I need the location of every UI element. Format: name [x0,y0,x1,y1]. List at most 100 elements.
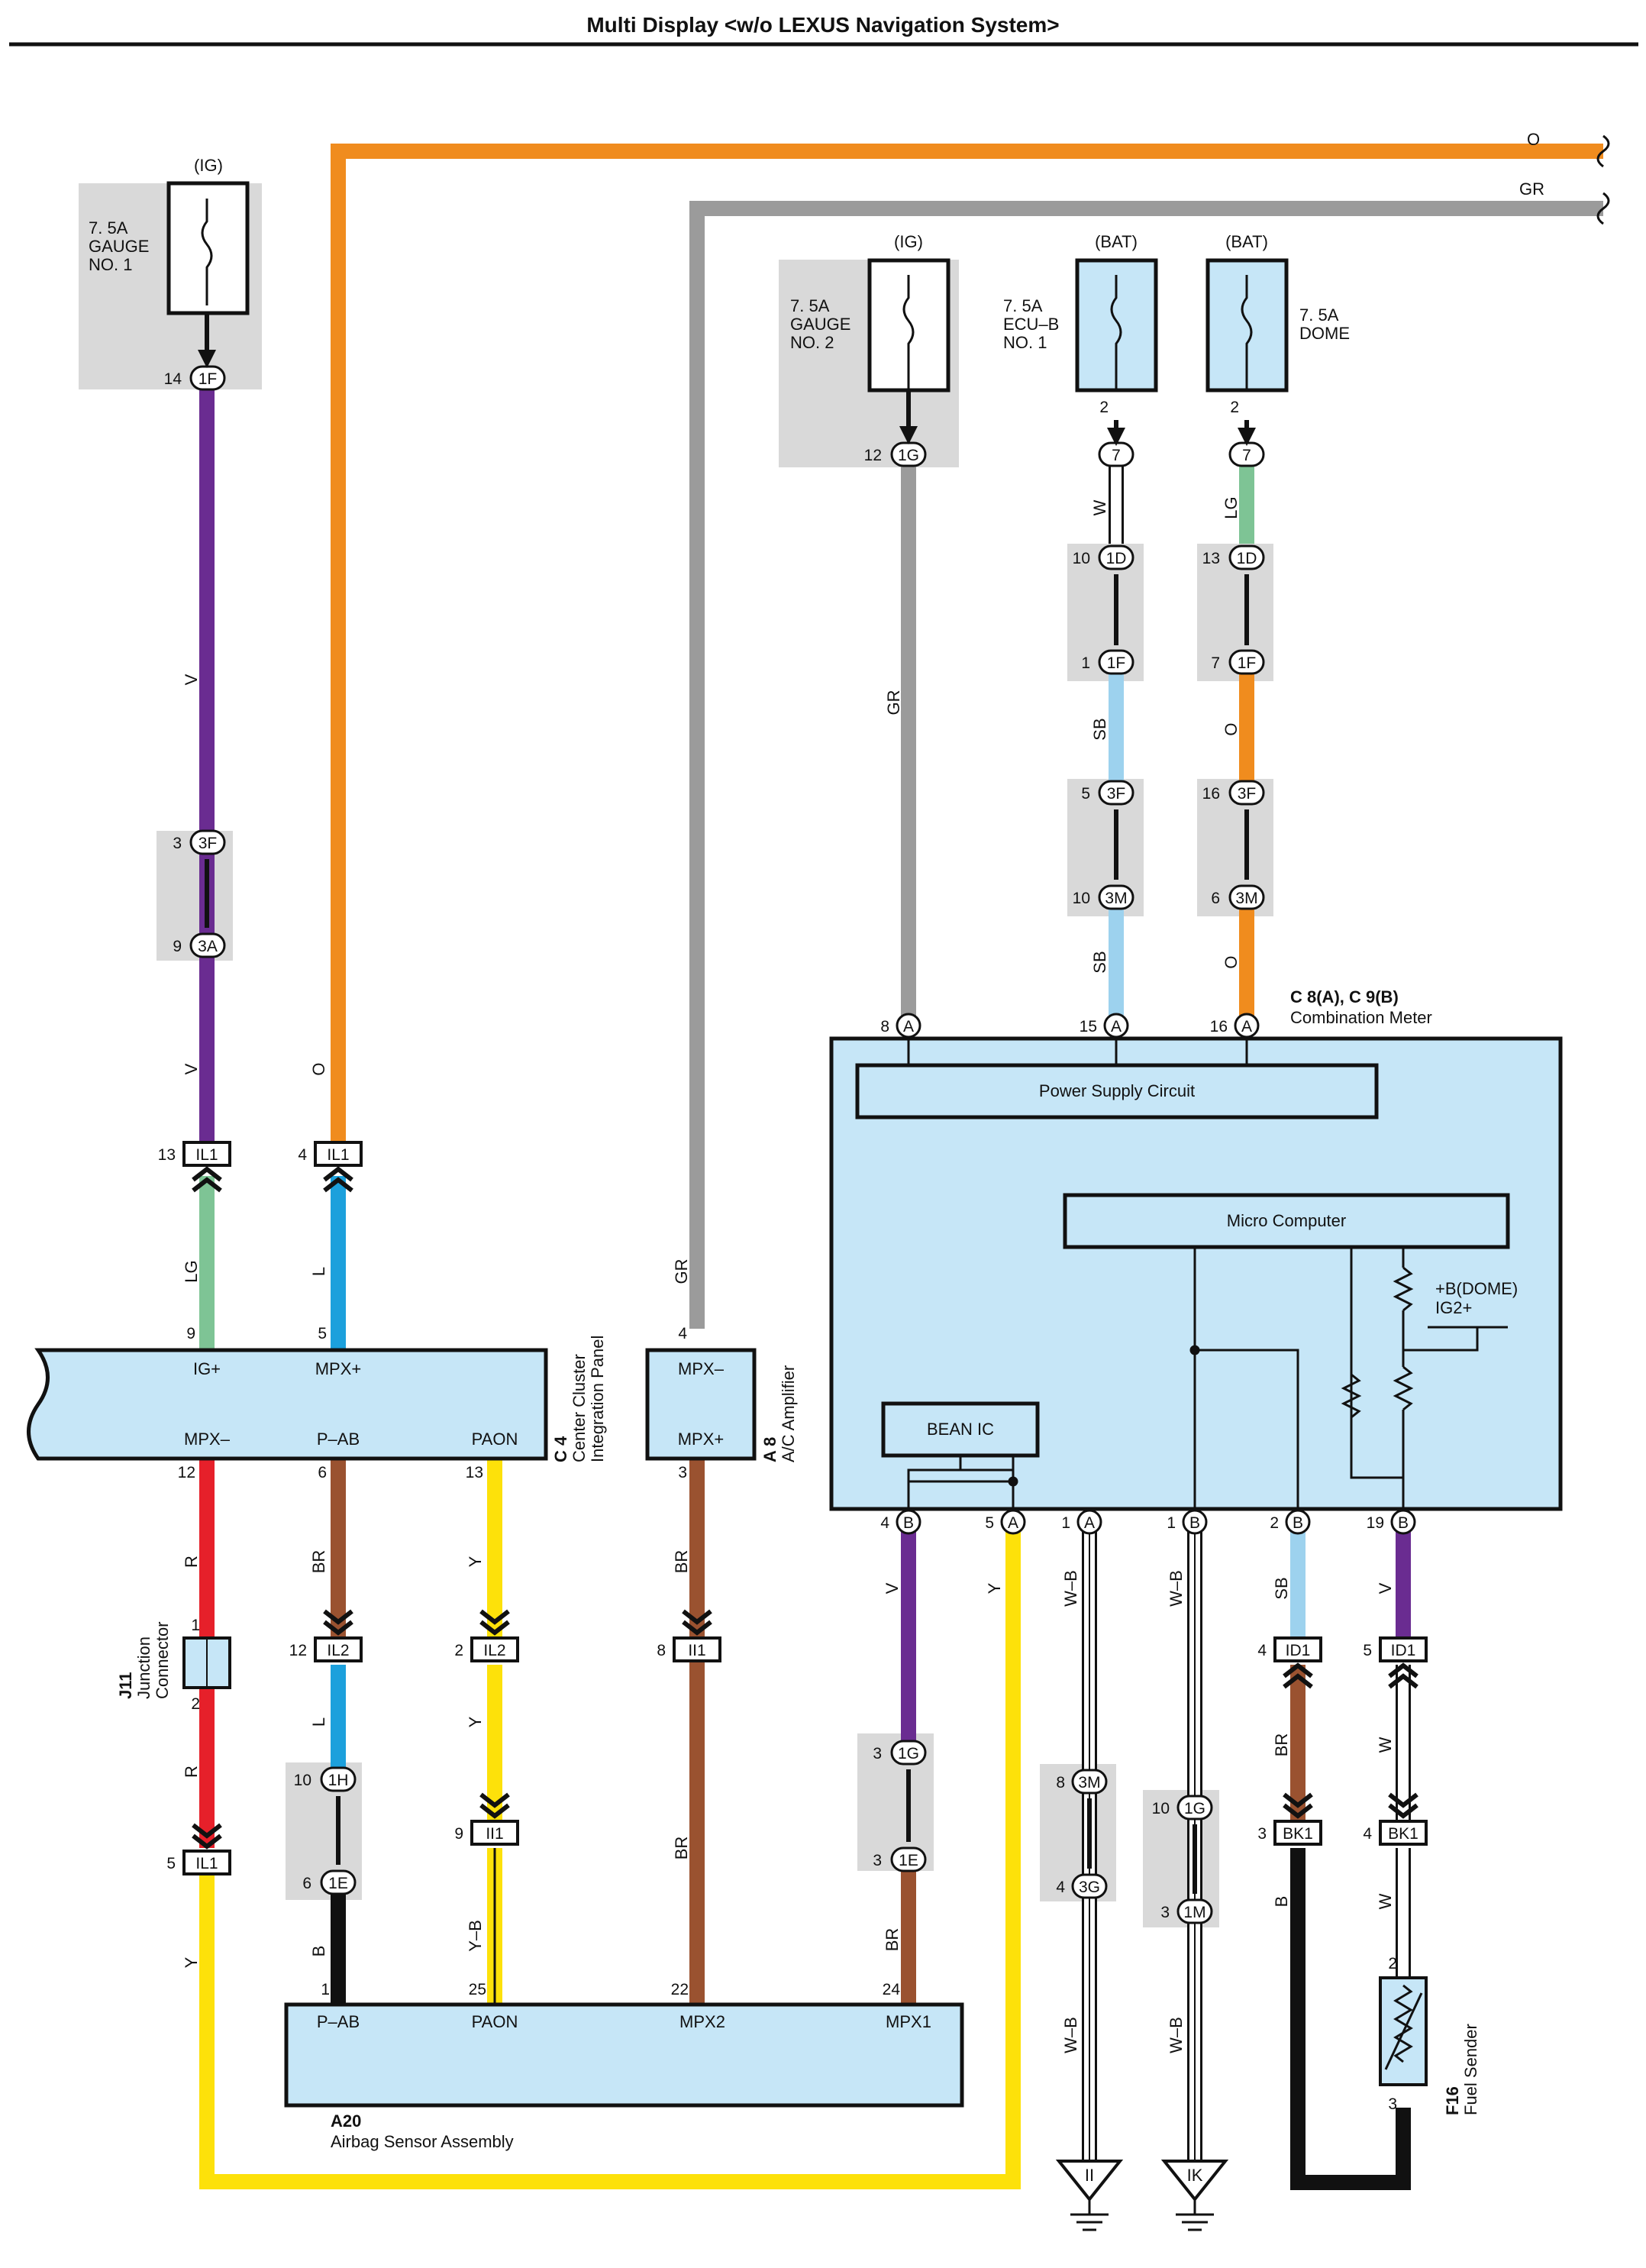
svg-text:B: B [903,1514,914,1532]
svg-text:1D: 1D [1106,550,1127,567]
svg-text:1E: 1E [328,1875,348,1892]
svg-text:15: 15 [1080,1018,1097,1035]
svg-text:Junction: Junction [134,1636,153,1699]
svg-text:II1: II1 [486,1825,503,1843]
svg-text:W: W [1376,1893,1395,1909]
svg-text:NO. 1: NO. 1 [1003,333,1047,352]
svg-text:1G: 1G [898,447,919,464]
svg-text:3: 3 [678,1464,687,1481]
svg-text:IL1: IL1 [195,1855,218,1872]
connector-ii1-9: II1 9 [454,1820,519,1846]
wires [199,144,1603,2190]
svg-text:BEAN IC: BEAN IC [927,1420,994,1439]
svg-text:A: A [1241,1018,1252,1035]
connector-id1-4: ID1 4 [1257,1636,1322,1662]
connector-il1-5: IL1 5 [166,1850,231,1875]
svg-text:5: 5 [1081,785,1090,803]
svg-text:Integration Panel: Integration Panel [588,1336,607,1462]
svg-text:C 8(A), C 9(B): C 8(A), C 9(B) [1290,987,1399,1006]
svg-text:3M: 3M [1078,1774,1100,1791]
svg-text:+B(DOME): +B(DOME) [1435,1279,1518,1298]
svg-text:O: O [1222,955,1241,968]
svg-text:3F: 3F [198,835,218,852]
connectors: 1F 14 3F 3 3A 9 1G 12 7 2 7 2 [164,365,1265,1924]
svg-text:Y: Y [985,1582,1004,1594]
svg-text:2: 2 [1230,399,1239,416]
svg-text:(IG): (IG) [194,156,223,175]
svg-text:W–B: W–B [1167,1570,1186,1607]
svg-text:ID1: ID1 [1391,1642,1416,1659]
svg-text:3: 3 [1388,2095,1397,2113]
connector-1d-13: 1D 13 [1202,544,1265,570]
svg-text:ID1: ID1 [1286,1642,1311,1659]
svg-text:4: 4 [678,1325,687,1342]
svg-text:GR: GR [1519,179,1544,199]
svg-text:4: 4 [1363,1825,1372,1843]
svg-text:IL2: IL2 [327,1642,349,1659]
svg-text:V: V [883,1582,902,1594]
svg-text:(BAT): (BAT) [1095,232,1138,251]
svg-text:2: 2 [191,1695,200,1713]
connector-id1-5: ID1 5 [1363,1636,1428,1662]
svg-text:3M: 3M [1105,890,1127,907]
svg-text:MPX1: MPX1 [886,2012,931,2031]
svg-text:C 4: C 4 [551,1436,570,1462]
svg-text:Power Supply Circuit: Power Supply Circuit [1039,1081,1195,1100]
svg-text:3: 3 [1160,1904,1170,1921]
svg-text:6: 6 [1211,890,1220,907]
svg-text:A 8: A 8 [760,1437,779,1462]
svg-text:Micro Computer: Micro Computer [1227,1211,1346,1230]
svg-text:ECU–B: ECU–B [1003,315,1059,334]
connector-1g-12: 1G 12 [864,441,927,467]
svg-text:BR: BR [1272,1733,1291,1757]
svg-text:BR: BR [309,1550,328,1574]
svg-text:3F: 3F [1238,785,1257,803]
svg-text:BK1: BK1 [1388,1825,1418,1843]
svg-text:Y: Y [466,1716,485,1727]
svg-text:5: 5 [166,1855,176,1872]
svg-text:Connector: Connector [153,1621,172,1699]
svg-text:B: B [1272,1896,1291,1908]
svg-text:BR: BR [883,1928,902,1952]
svg-text:A20: A20 [331,2111,361,2131]
meter-pins-top: A 8 A 15 A 16 [880,1013,1260,1039]
svg-text:7: 7 [1211,654,1220,672]
svg-text:13: 13 [1202,550,1220,567]
wire-b-b2 [1290,1848,1411,2190]
svg-text:3A: 3A [198,938,218,955]
svg-text:IG2+: IG2+ [1435,1298,1472,1317]
svg-text:24: 24 [883,1981,901,1998]
connector-il2-2: IL2 2 [454,1636,519,1662]
svg-text:7. 5A: 7. 5A [1299,305,1339,325]
svg-text:L: L [309,1267,328,1276]
svg-text:MPX–: MPX– [184,1430,231,1449]
svg-text:O: O [1222,722,1241,735]
svg-text:8: 8 [880,1018,889,1035]
svg-text:9: 9 [173,938,182,955]
svg-text:3M: 3M [1235,890,1257,907]
svg-text:IL1: IL1 [327,1146,349,1164]
svg-text:7. 5A: 7. 5A [790,296,830,315]
connector-il1-4: IL1 4 [298,1141,363,1167]
svg-text:12: 12 [289,1642,307,1659]
svg-text:Center Cluster: Center Cluster [570,1354,589,1462]
fuse-dome: (BAT) 7. 5A DOME [1205,232,1350,393]
svg-text:10: 10 [1152,1800,1170,1817]
svg-text:6: 6 [302,1875,311,1892]
svg-text:IL2: IL2 [483,1642,505,1659]
square-connectors: IL1 1 3 IL1 4 IL2 12 IL2 2 II1 8 II1 9 [158,1141,1428,1875]
connector-bk1-4: BK1 4 [1363,1820,1428,1846]
svg-text:7: 7 [1112,447,1121,464]
svg-text:1M: 1M [1183,1904,1205,1921]
combination-meter: C 8(A), C 9(B) Combination Meter Power S… [829,987,1563,1535]
svg-text:8: 8 [1056,1774,1065,1791]
connector-bk1-3: BK1 3 [1257,1820,1322,1846]
svg-text:14: 14 [164,370,182,388]
svg-text:BR: BR [672,1837,691,1860]
power-supply-circuit [855,1063,1379,1119]
svg-text:1: 1 [1167,1514,1176,1532]
micro-computer [1063,1193,1510,1249]
svg-text:LG: LG [182,1260,201,1282]
svg-text:A: A [1008,1514,1018,1532]
